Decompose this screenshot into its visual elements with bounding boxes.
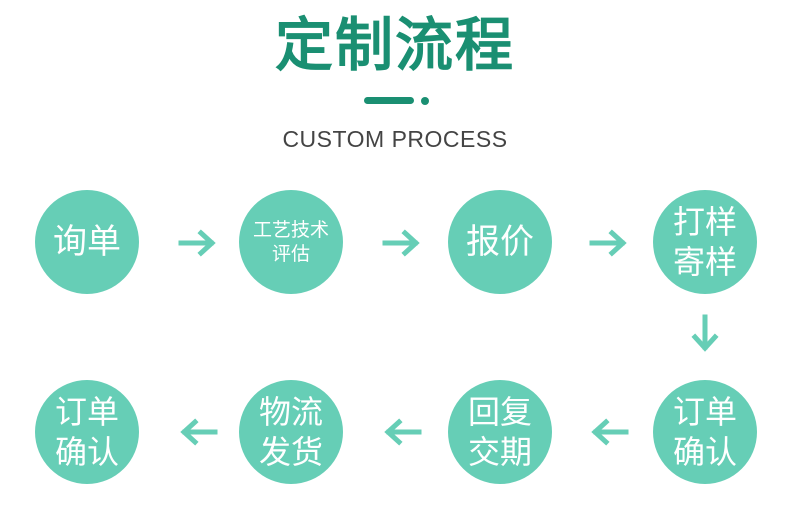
step-order-confirm-left: 订单确认 <box>35 380 139 484</box>
step-order-confirm-right: 订单确认 <box>653 380 757 484</box>
step-process-evaluation: 工艺技术评估 <box>239 190 343 294</box>
page-subtitle: CUSTOM PROCESS <box>282 126 508 152</box>
step-label: 询单 <box>53 222 121 262</box>
left-arrow-icon <box>588 411 630 453</box>
down-arrow-icon <box>684 313 726 355</box>
right-arrow-icon <box>177 222 219 264</box>
step-logistics-shipping: 物流发货 <box>239 380 343 484</box>
step-quotation: 报价 <box>448 190 552 294</box>
step-label: 订单确认 <box>54 393 119 471</box>
step-label: 打样寄样 <box>672 203 737 281</box>
left-arrow-icon <box>381 411 423 453</box>
step-label: 报价 <box>466 222 534 262</box>
page-title: 定制流程 <box>274 11 515 79</box>
title-underline-decoration <box>364 96 432 106</box>
step-inquiry: 询单 <box>35 190 139 294</box>
underline-dot <box>421 97 429 105</box>
step-label: 回复交期 <box>467 393 532 471</box>
underline-bar <box>364 97 414 104</box>
step-sampling: 打样寄样 <box>653 190 757 294</box>
right-arrow-icon <box>381 222 423 264</box>
step-label: 订单确认 <box>672 393 737 471</box>
right-arrow-icon <box>588 222 630 264</box>
step-delivery-date: 回复交期 <box>448 380 552 484</box>
step-label: 工艺技术评估 <box>252 219 329 265</box>
step-label: 物流发货 <box>258 393 323 471</box>
left-arrow-icon <box>177 411 219 453</box>
